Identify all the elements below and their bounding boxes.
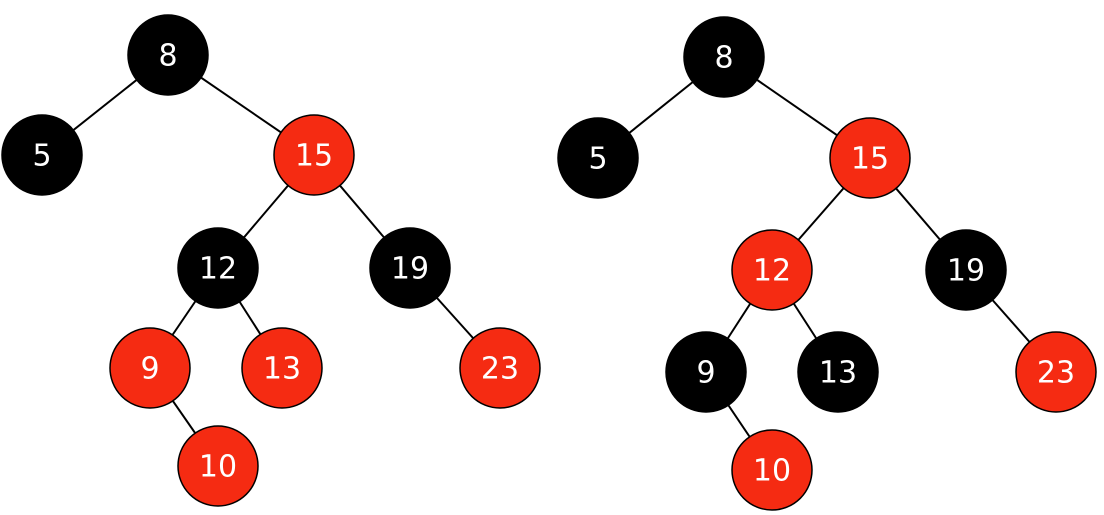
tree-node-8-black: 8 — [127, 14, 209, 96]
node-label: 19 — [391, 252, 429, 287]
tree-node-9-red: 9 — [109, 327, 191, 409]
node-circle-red — [829, 117, 911, 199]
node-circle-black — [177, 227, 259, 309]
tree-node-23-red: 23 — [459, 327, 541, 409]
tree-node-19-black: 19 — [369, 227, 451, 309]
node-circle-red — [177, 425, 259, 507]
node-circle-black — [1, 114, 83, 196]
node-label: 23 — [481, 352, 519, 387]
node-circle-black — [557, 117, 639, 199]
node-label: 23 — [1037, 356, 1075, 391]
node-label: 9 — [140, 352, 159, 387]
node-label: 9 — [696, 356, 715, 391]
tree-node-23-red: 23 — [1015, 331, 1097, 413]
tree-node-12-black: 12 — [177, 227, 259, 309]
node-circle-black — [683, 16, 765, 98]
node-circle-black — [369, 227, 451, 309]
node-label: 13 — [263, 352, 301, 387]
tree-node-19-black: 19 — [925, 229, 1007, 311]
tree-right: 8 5 15 12 19 9 13 23 10 — [557, 16, 1097, 511]
node-label: 15 — [851, 142, 889, 177]
node-circle-red — [1015, 331, 1097, 413]
node-label: 10 — [753, 454, 791, 489]
tree-node-15-red: 15 — [273, 114, 355, 196]
node-label: 8 — [714, 41, 733, 76]
node-circle-red — [459, 327, 541, 409]
tree-node-5-black: 5 — [1, 114, 83, 196]
node-circle-red — [241, 327, 323, 409]
node-circle-black — [925, 229, 1007, 311]
tree-node-9-black: 9 — [665, 331, 747, 413]
node-label: 10 — [199, 450, 237, 485]
node-label: 12 — [753, 254, 791, 289]
node-circle-black — [797, 331, 879, 413]
node-label: 8 — [158, 39, 177, 74]
node-label: 15 — [295, 139, 333, 174]
tree-node-13-red: 13 — [241, 327, 323, 409]
node-label: 19 — [947, 254, 985, 289]
tree-node-13-black: 13 — [797, 331, 879, 413]
tree-node-5-black: 5 — [557, 117, 639, 199]
node-label: 5 — [32, 139, 51, 174]
tree-node-15-red: 15 — [829, 117, 911, 199]
node-circle-red — [731, 229, 813, 311]
node-label: 12 — [199, 252, 237, 287]
node-circle-red — [273, 114, 355, 196]
node-circle-red — [731, 429, 813, 511]
tree-left: 8 5 15 12 19 9 13 23 10 — [1, 14, 541, 507]
tree-node-10-red: 10 — [177, 425, 259, 507]
node-circle-black — [127, 14, 209, 96]
node-label: 13 — [819, 356, 857, 391]
tree-node-10-red: 10 — [731, 429, 813, 511]
tree-node-12-red: 12 — [731, 229, 813, 311]
tree-node-8-black: 8 — [683, 16, 765, 98]
node-circle-black — [665, 331, 747, 413]
node-label: 5 — [588, 142, 607, 177]
node-circle-red — [109, 327, 191, 409]
